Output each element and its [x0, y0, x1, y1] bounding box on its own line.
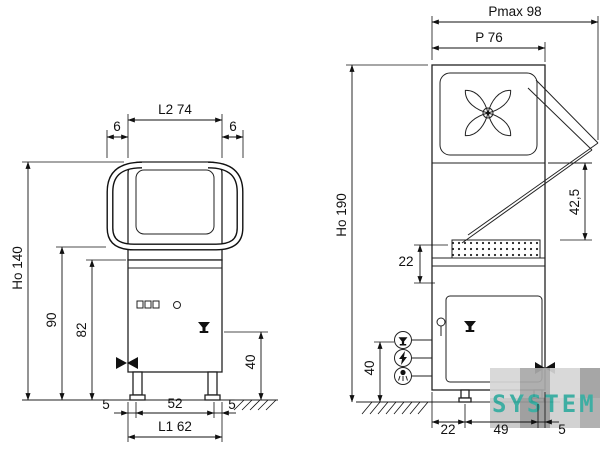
dim-82-label: 82 [74, 322, 89, 337]
hood-box-inner [439, 72, 538, 156]
dim-6-left-label: 6 [113, 119, 121, 134]
dish-basket [451, 239, 541, 259]
cup-icon [464, 321, 476, 332]
dim-22-bottom-label: 22 [440, 422, 455, 437]
cup-icon [198, 322, 210, 333]
dim-6-right-label: 6 [229, 119, 237, 134]
dim-p-label: P 76 [475, 30, 503, 45]
control-panel [136, 300, 181, 309]
dim-ho190-label: Ho 190 [334, 193, 349, 237]
wash-arm-icon [464, 89, 512, 137]
dim-90-label: 90 [44, 312, 59, 327]
connection-icons [394, 331, 432, 385]
hood-handle-inner [107, 162, 243, 250]
dim-l2-label: L2 74 [158, 102, 192, 117]
drain-connection-icon [436, 317, 446, 336]
machine-body [127, 259, 223, 373]
hood-inner-panel [135, 169, 215, 235]
front-view-dimensions: L2 74 6 6 Ho 140 90 82 40 5 52 5 L1 62 [10, 102, 268, 442]
side-view-machine [356, 64, 599, 415]
dim-5-left-label: 5 [102, 397, 110, 412]
side-body [431, 64, 546, 391]
dim-42-5-label: 42,5 [567, 189, 582, 215]
dim-ho140-label: Ho 140 [10, 246, 25, 290]
cup-icon [398, 337, 408, 346]
tank-top [432, 257, 545, 267]
dim-5-bottom-label: 5 [558, 422, 566, 437]
dim-49-label: 49 [493, 422, 508, 437]
lightning-icon [399, 351, 407, 365]
dim-40-front-label: 40 [243, 354, 258, 369]
watermark-text: SYSTEM [492, 390, 597, 418]
valve-bowtie-icon [116, 357, 138, 369]
front-view-machine [22, 161, 278, 411]
front-ground [22, 399, 278, 411]
dim-l1-label: L1 62 [158, 419, 192, 434]
dim-52-label: 52 [167, 396, 182, 411]
side-view-dimensions: Pmax 98 P 76 Ho 190 42,5 22 40 22 49 5 [334, 4, 599, 437]
shower-icon [398, 369, 408, 381]
open-hood-door [461, 79, 599, 244]
dim-pmax-label: Pmax 98 [488, 4, 541, 19]
dim-22-mid-label: 22 [398, 254, 413, 269]
dim-5-right-label: 5 [228, 397, 236, 412]
dim-40-side-label: 40 [362, 360, 377, 375]
